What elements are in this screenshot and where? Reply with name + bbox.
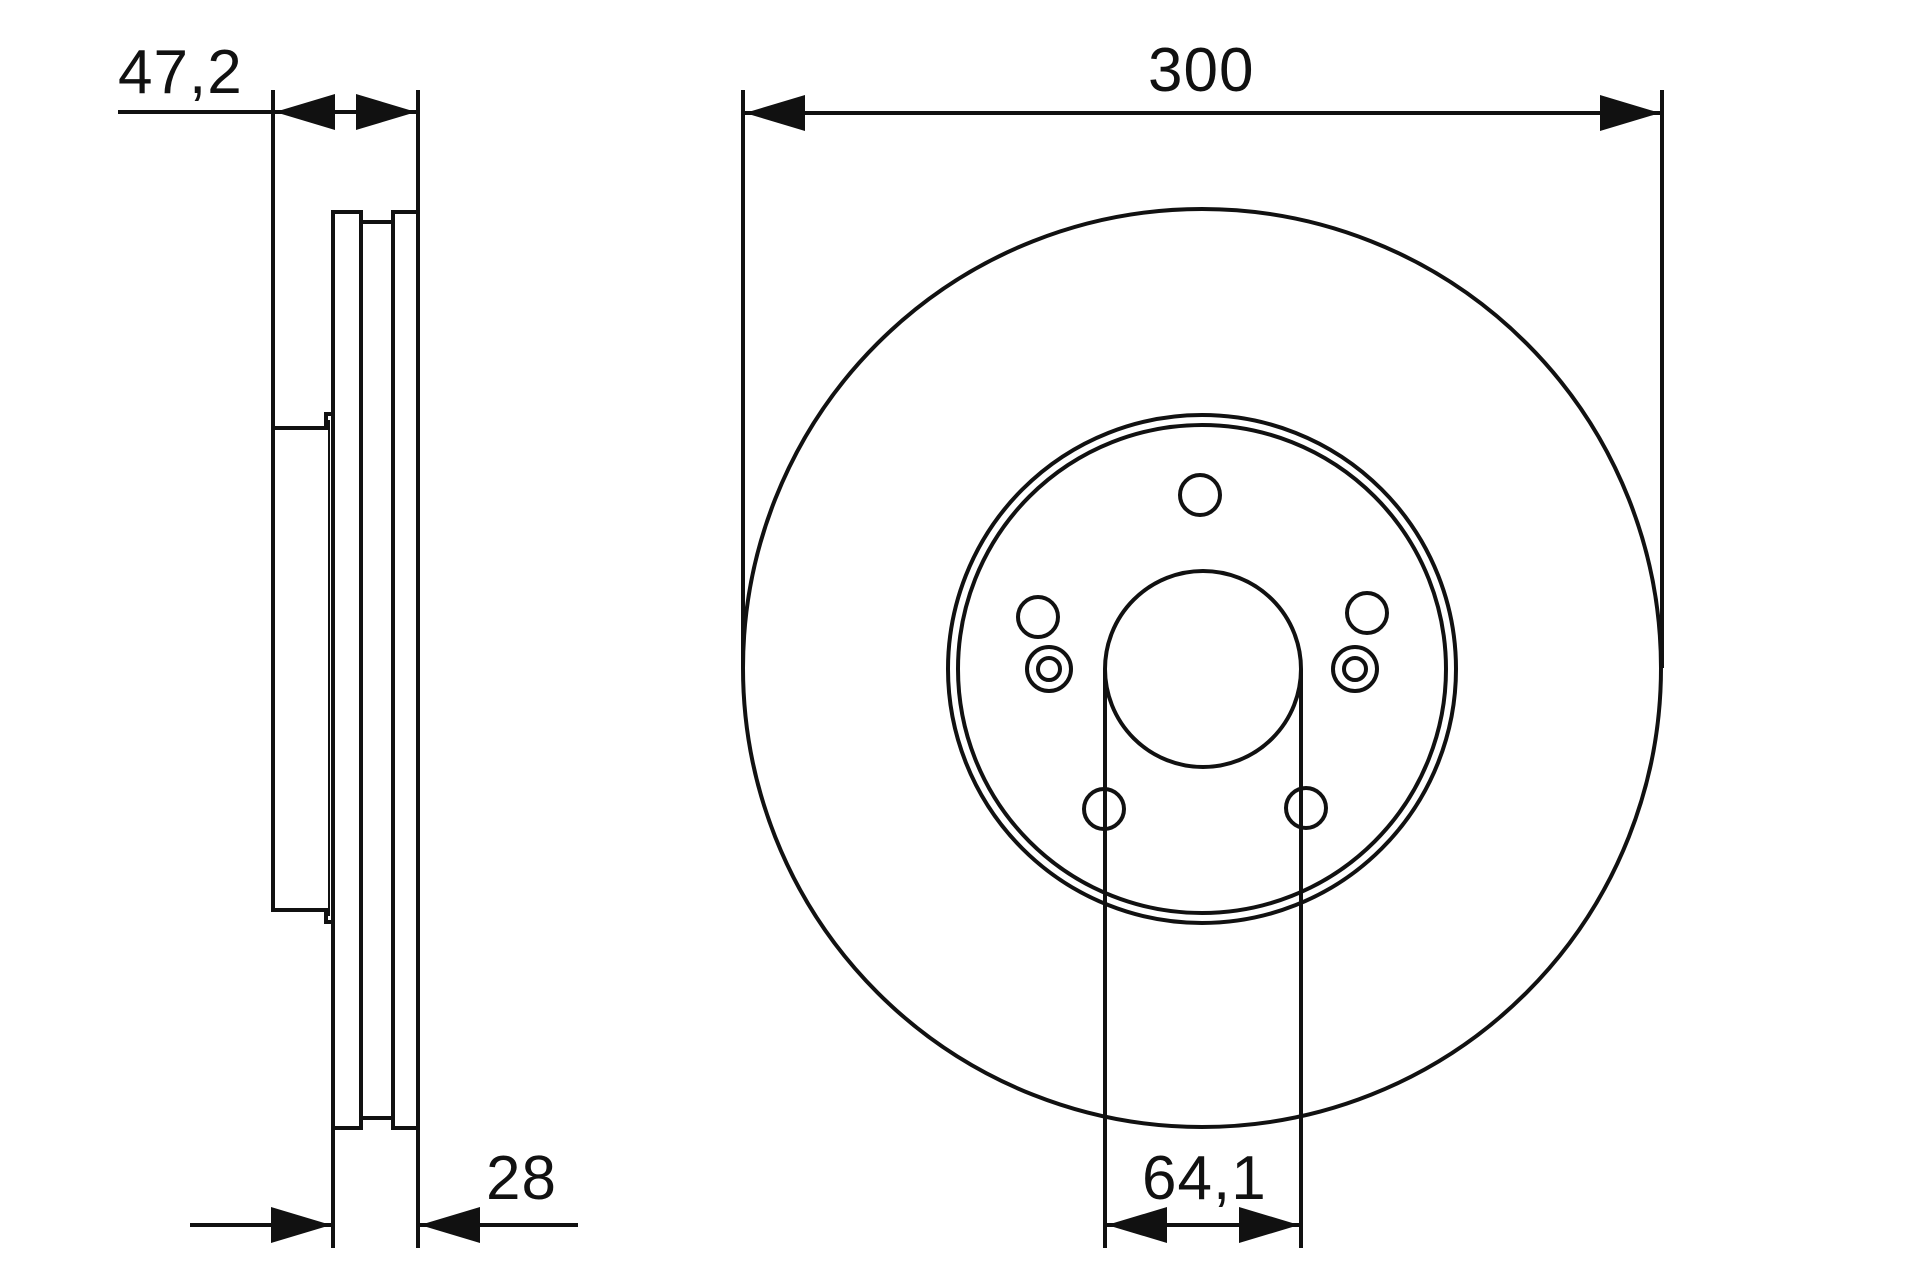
front-view (741, 90, 1664, 1248)
hub-profile (271, 412, 335, 924)
hub-outer-ring (946, 413, 1458, 925)
bolt-hole-top (1178, 473, 1222, 517)
disc-thickness-label: 28 (486, 1144, 557, 1213)
disc-ring-profile (331, 210, 420, 1130)
overall-height-label: 47,2 (118, 38, 243, 107)
hub-inner-ring (956, 423, 1448, 915)
threaded-hole-left-inner (1036, 656, 1062, 682)
threaded-hole-left-outer (1025, 645, 1073, 693)
center-bore (1103, 569, 1303, 769)
bolt-hole-upper-left (1016, 595, 1060, 639)
outer-disc-edge (741, 207, 1663, 1129)
threaded-hole-right-inner (1342, 656, 1368, 682)
threaded-hole-right-outer (1331, 645, 1379, 693)
center-bore-label: 64,1 (1142, 1144, 1267, 1213)
bolt-hole-upper-right (1345, 591, 1389, 635)
outer-diameter-label: 300 (1148, 36, 1255, 105)
bolt-hole-lower-right (1284, 786, 1328, 830)
side-profile-view (271, 90, 420, 1248)
